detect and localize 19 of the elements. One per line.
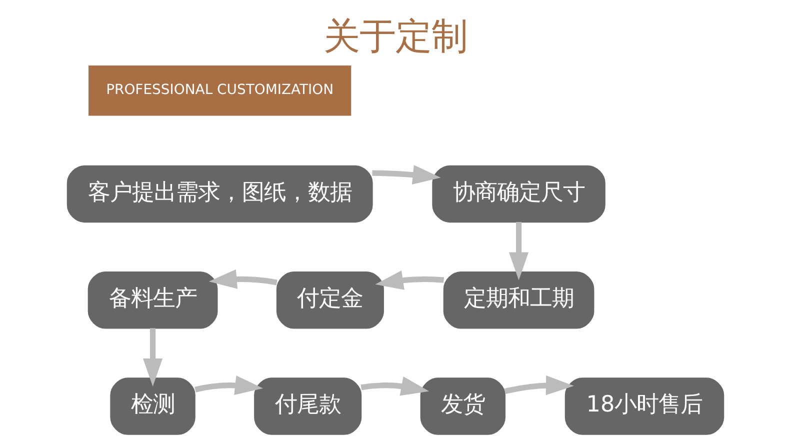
arrow: [208, 269, 277, 289]
node-box: 协商确定尺寸: [432, 165, 605, 223]
arrow: [360, 376, 429, 396]
arrow: [142, 328, 162, 386]
arrow: [372, 165, 440, 184]
node-box: 客户提出需求，图纸，数据: [66, 165, 372, 223]
node-box: 付尾款: [254, 378, 362, 435]
node-box: 备料生产: [87, 272, 218, 329]
node-box: 定期和工期: [442, 272, 594, 329]
arrow: [504, 376, 574, 396]
node-box: 18小时售后: [564, 378, 724, 435]
node-box: 付定金: [276, 272, 384, 329]
arrow: [194, 376, 262, 395]
node-box: 检测: [110, 378, 195, 435]
label: PROFESSIONAL CUSTOMIZATION: [106, 82, 334, 98]
diagram-title: 关于定制: [323, 14, 467, 58]
node-box: 发货: [420, 378, 505, 435]
arrow: [374, 270, 444, 290]
arrow: [508, 222, 528, 280]
